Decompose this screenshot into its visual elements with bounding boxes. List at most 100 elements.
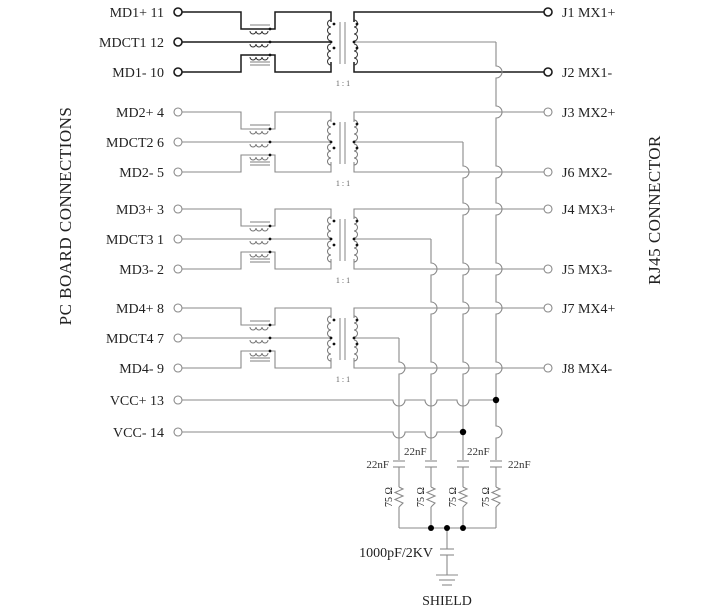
output-label-J1: J1 MX1+ bbox=[562, 6, 616, 21]
channel-3-plus-out bbox=[353, 208, 544, 219]
pin-MD4+ bbox=[173, 303, 183, 313]
channel-1-primary-coil-lower bbox=[327, 43, 332, 66]
shield-label: SHIELD bbox=[422, 594, 472, 609]
channel-2-plus-in bbox=[182, 111, 263, 130]
channel-2-sec-dot-1 bbox=[355, 122, 359, 126]
termination-resistor-2-label: 75 Ω bbox=[416, 487, 427, 507]
channel-3-choke-dot-2 bbox=[268, 237, 272, 241]
channel-1-plus-out bbox=[353, 11, 544, 22]
channel-4-choke-coil-1 bbox=[249, 326, 269, 331]
side-labels: PC BOARD CONNECTIONS RJ45 CONNECTOR bbox=[56, 107, 664, 326]
termination-resistor-4 bbox=[490, 486, 502, 508]
pin-label-MD1+: MD1+ 11 bbox=[110, 6, 164, 21]
channel-3-sec-ct-dot bbox=[352, 237, 356, 241]
channel-4-plus-out bbox=[353, 307, 544, 318]
ct-bus-vertical-4 bbox=[398, 338, 406, 460]
channel-3-choke-dot-1 bbox=[268, 224, 272, 228]
pin-label-VCC-: VCC- 14 bbox=[113, 426, 164, 441]
channel-4-plus-pri bbox=[263, 307, 332, 326]
ct-bus-vertical-2 bbox=[462, 142, 470, 460]
channel-4-minus-out bbox=[353, 358, 544, 369]
channel-4-primary-coil-lower bbox=[327, 339, 332, 362]
channel-1-choke-coil-3 bbox=[249, 56, 269, 61]
channel-3-minus-in bbox=[182, 251, 263, 270]
channel-1-ratio-label: 1 : 1 bbox=[336, 79, 350, 88]
pin-J2 bbox=[543, 67, 553, 77]
channel-3-choke-coil-1 bbox=[249, 227, 269, 232]
pin-J5 bbox=[543, 264, 553, 274]
output-label-J8: J8 MX4- bbox=[562, 362, 613, 377]
channel-3-primary-coil-upper bbox=[327, 216, 332, 239]
left-side-label: PC BOARD CONNECTIONS bbox=[56, 107, 75, 326]
channel-1-pri-dot-2 bbox=[332, 46, 336, 50]
channel-1-choke-coil-1 bbox=[249, 30, 269, 35]
output-label-J7: J7 MX4+ bbox=[562, 302, 616, 317]
channel-3-plus-in bbox=[182, 208, 263, 227]
channel-4-primary-coil-upper bbox=[327, 315, 332, 338]
channel-1-plus-pri bbox=[263, 11, 332, 30]
channel-4-choke-dot-2 bbox=[268, 336, 272, 340]
termination-bus-junction-1 bbox=[428, 525, 434, 531]
channel-4-ratio-label: 1 : 1 bbox=[336, 375, 350, 384]
channel-4-minus-pri bbox=[263, 350, 332, 369]
pin-label-MDCT4: MDCT4 7 bbox=[106, 332, 164, 347]
channel-2-primary-coil-upper bbox=[327, 119, 332, 142]
channel-2-choke-coil-3 bbox=[249, 156, 269, 161]
vcc-minus-line bbox=[182, 431, 463, 439]
pin-label-MDCT3: MDCT3 1 bbox=[106, 233, 164, 248]
pin-MD1+ bbox=[173, 7, 183, 17]
channel-1-sec-dot-2 bbox=[355, 46, 359, 50]
pin-label-MD2-: MD2- 5 bbox=[119, 166, 164, 181]
channel-4-choke-coil-3 bbox=[249, 352, 269, 357]
termination-cap-1-label: 22nF bbox=[366, 459, 389, 471]
channel-1-sec-ct-dot bbox=[352, 40, 356, 44]
pin-label-MDCT2: MDCT2 6 bbox=[106, 136, 164, 151]
channel-1-choke-dot-3 bbox=[268, 53, 272, 57]
pin-MDCT4 bbox=[173, 333, 183, 343]
channel-4-minus-in bbox=[182, 350, 263, 369]
pin-label-MD3-: MD3- 2 bbox=[119, 263, 164, 278]
channel-1-choke-coil-2 bbox=[249, 43, 269, 48]
channel-3-ratio-label: 1 : 1 bbox=[336, 276, 350, 285]
pin-MDCT3 bbox=[173, 234, 183, 244]
channel-3-minus-pri bbox=[263, 251, 332, 270]
channel-2-choke-dot-3 bbox=[268, 153, 272, 157]
channel-2-choke-dot-2 bbox=[268, 140, 272, 144]
ct-bus-vertical-1 bbox=[495, 42, 503, 460]
channel-2-choke-coil-2 bbox=[249, 143, 269, 148]
junction-vcc-minus bbox=[459, 428, 467, 436]
pin-MD2+ bbox=[173, 107, 183, 117]
channel-3-choke-dot-3 bbox=[268, 250, 272, 254]
channel-2-primary-coil-lower bbox=[327, 143, 332, 166]
pin-MD3- bbox=[173, 264, 183, 274]
channel-2-sec-dot-2 bbox=[355, 146, 359, 150]
pin-J8 bbox=[543, 363, 553, 373]
pin-label-MD1-: MD1- 10 bbox=[112, 66, 164, 81]
channel-3-primary-coil-lower bbox=[327, 240, 332, 263]
channel-1-plus-in bbox=[182, 11, 263, 30]
channel-4-choke-coil-2 bbox=[249, 339, 269, 344]
channel-2-pri-ct-dot bbox=[329, 140, 333, 144]
channel-2-minus-out bbox=[353, 162, 544, 173]
pin-label-MDCT1: MDCT1 12 bbox=[99, 36, 164, 51]
channel-2-choke-coil-1 bbox=[249, 130, 269, 135]
channel-4-sec-dot-1 bbox=[355, 318, 359, 322]
output-label-J5: J5 MX3- bbox=[562, 263, 613, 278]
pin-label-MD3+: MD3+ 3 bbox=[116, 203, 164, 218]
channel-4-pri-dot-2 bbox=[332, 342, 336, 346]
channel-3-choke-coil-3 bbox=[249, 253, 269, 258]
channel-2-pri-dot-1 bbox=[332, 122, 336, 126]
termination-resistor-4-label: 75 Ω bbox=[481, 487, 492, 507]
channel-3-sec-dot-2 bbox=[355, 243, 359, 247]
channel-4-choke-dot-1 bbox=[268, 323, 272, 327]
output-label-J6: J6 MX2- bbox=[562, 166, 613, 181]
pin-label-MD4+: MD4+ 8 bbox=[116, 302, 164, 317]
pin-MD1- bbox=[173, 67, 183, 77]
channel-2-plus-out bbox=[353, 111, 544, 122]
shield-cap-label: 1000pF/2KV bbox=[359, 546, 433, 561]
channel-3-pri-dot-2 bbox=[332, 243, 336, 247]
channel-3-pri-ct-dot bbox=[329, 237, 333, 241]
pin-MD2- bbox=[173, 167, 183, 177]
